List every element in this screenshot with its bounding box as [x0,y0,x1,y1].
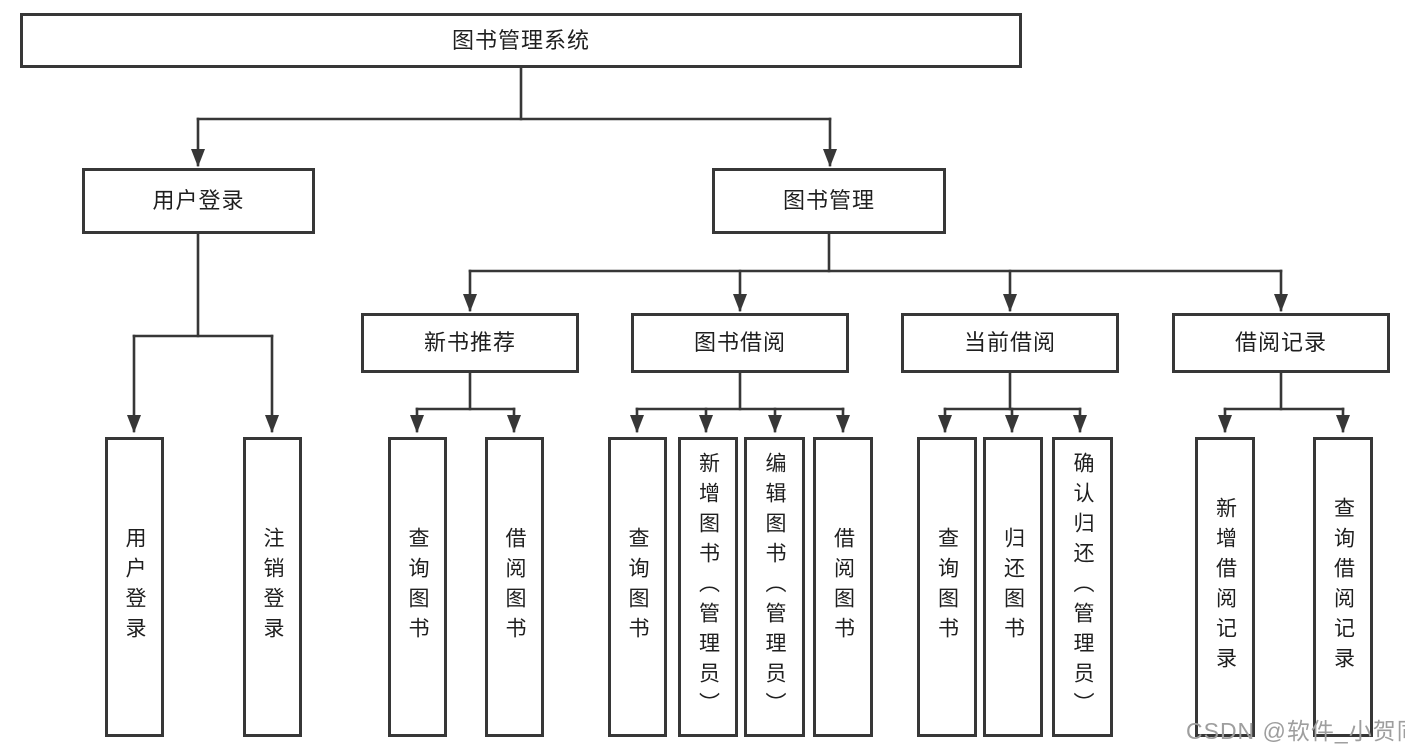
node-leaf-logout: 注销登录 [243,437,302,737]
node-bb-query-books: 查询图书 [608,437,667,737]
node-new-book-recommend: 新书推荐 [361,313,579,373]
node-leaf-user-login: 用户登录 [105,437,164,737]
node-cb-query-books: 查询图书 [917,437,977,737]
node-nb-borrow-books: 借阅图书 [485,437,544,737]
node-cb-confirm-return-admin: 确认归还（管理员） [1052,437,1113,737]
node-cb-return-books: 归还图书 [983,437,1043,737]
node-book-management: 图书管理 [712,168,946,234]
node-current-borrowing: 当前借阅 [901,313,1119,373]
node-borrowing-records: 借阅记录 [1172,313,1390,373]
node-bb-edit-books-admin: 编辑图书（管理员） [744,437,805,737]
node-br-query-record: 查询借阅记录 [1313,437,1373,737]
csdn-watermark: CSDN @软件_小贺同学 [1186,718,1405,744]
node-bb-add-books-admin: 新增图书（管理员） [678,437,738,737]
node-library-system: 图书管理系统 [20,13,1022,68]
node-book-borrowing: 图书借阅 [631,313,849,373]
node-bb-borrow-books: 借阅图书 [813,437,873,737]
node-nb-query-books: 查询图书 [388,437,447,737]
node-br-add-record: 新增借阅记录 [1195,437,1255,737]
node-user-login: 用户登录 [82,168,315,234]
